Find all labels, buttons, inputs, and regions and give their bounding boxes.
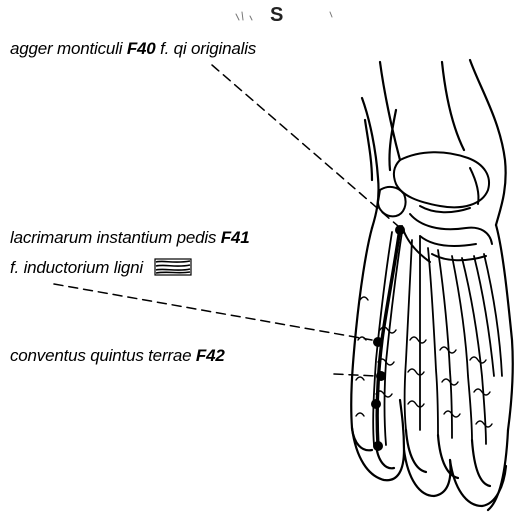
point-f40-marker <box>395 225 405 235</box>
point-label-f41-extra: f. inductorium ligni <box>10 258 192 278</box>
point-code: F40 <box>127 39 156 58</box>
point-label-f40: agger monticuli F40 f. qi originalis <box>10 39 256 59</box>
leader-line-f42 <box>334 374 376 376</box>
point-name: lacrimarum instantium pedis <box>10 228 216 247</box>
point-f42-marker <box>376 371 386 381</box>
point-extra: f. qi originalis <box>160 39 256 58</box>
point-code: F42 <box>196 346 225 365</box>
point-name: agger monticuli <box>10 39 122 58</box>
wood-element-icon <box>154 258 192 276</box>
leader-line-f41 <box>54 284 372 340</box>
point-f41-marker <box>373 337 383 347</box>
leader-lines <box>54 65 398 376</box>
point-label-f41: lacrimarum instantium pedis F41 <box>10 228 249 248</box>
toe-outlines <box>352 400 506 506</box>
tarsal-bones <box>378 152 492 262</box>
metatarsal-bones <box>373 232 502 445</box>
leader-line-f40 <box>212 65 398 226</box>
point-code: F41 <box>221 228 250 247</box>
page-header-mark: S <box>270 4 286 26</box>
point-marker-a <box>371 399 381 409</box>
point-name: conventus quintus terrae <box>10 346 191 365</box>
point-extra: f. inductorium ligni <box>10 258 143 277</box>
point-marker-b <box>373 441 383 451</box>
point-label-f42: conventus quintus terrae F42 <box>10 346 225 366</box>
